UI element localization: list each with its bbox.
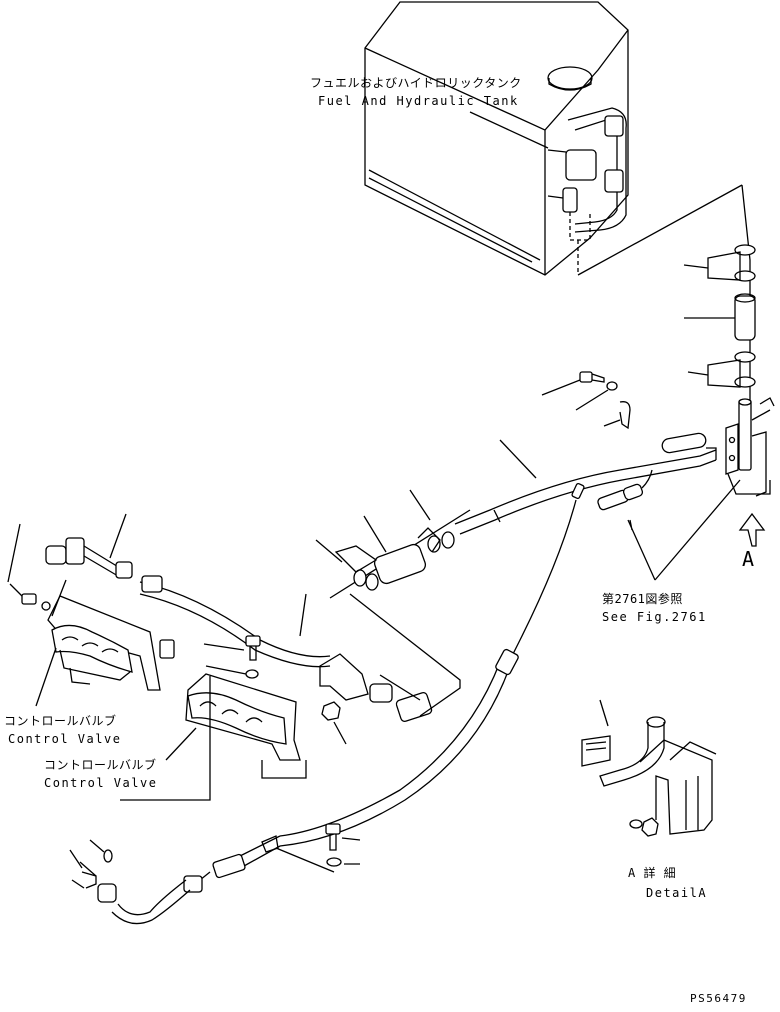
- suction-pipe-upper: [455, 432, 716, 534]
- valve1-label-jp: コントロールバルブ: [4, 714, 117, 728]
- tank-leader-line: [470, 112, 548, 148]
- see-fig-label-jp: 第2761図参照: [602, 592, 683, 606]
- control-valve-1: [48, 596, 174, 690]
- tank-label-en: Fuel And Hydraulic Tank: [318, 94, 519, 108]
- bolts-center: [204, 636, 360, 866]
- hose-clamps-middle: [316, 490, 454, 590]
- lower-pipe: [70, 840, 210, 924]
- control-valve-2: [120, 674, 306, 800]
- see-fig-label-en: See Fig.2761: [602, 610, 707, 624]
- detail-a-drawing: [582, 700, 716, 836]
- bracket-view-a: [726, 398, 774, 546]
- return-pipe: [212, 500, 576, 878]
- fuel-hydraulic-tank: [365, 2, 628, 275]
- valve1-label-en: Control Valve: [8, 732, 122, 746]
- fittings-see-fig: [571, 470, 740, 580]
- detail-a-label-jp: A 詳 細: [628, 866, 677, 880]
- detail-a-label-en: DetailA: [646, 886, 708, 900]
- valve2-label-en: Control Valve: [44, 776, 158, 790]
- elbow-fitting-center: [320, 510, 470, 722]
- tank-label-jp: フュエルおよびハイドロリックタンク: [310, 76, 522, 90]
- hose-clamp-stack: [578, 185, 755, 410]
- valve2-leader: [166, 728, 196, 760]
- drawing-number: PS56479: [690, 992, 747, 1005]
- valve1-leader: [36, 648, 56, 706]
- bolt-washer-clip-top: [542, 372, 630, 428]
- valve2-label-jp: コントロールバルブ: [44, 758, 157, 772]
- view-a-letter: A: [742, 547, 755, 571]
